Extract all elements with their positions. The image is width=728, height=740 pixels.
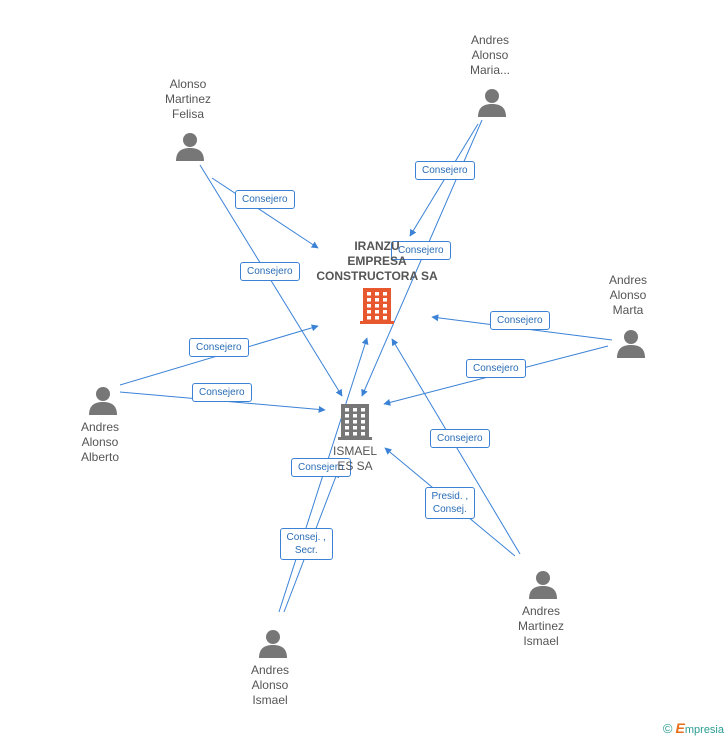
person-label-marta[interactable]: Andres Alonso Marta (608, 273, 648, 317)
edge-label-ismael_p-to-ismael[interactable]: Presid. , Consej. (424, 487, 476, 519)
person-label-ismael_p[interactable]: Andres Martinez Ismael (517, 604, 564, 648)
person-label-ismael_a[interactable]: Andres Alonso Ismael (250, 663, 290, 707)
edge-line-maria-to-iranzu (409, 123, 479, 237)
edge-label-maria-to-iranzu[interactable]: Consejero (415, 160, 475, 180)
brand-initial: E (675, 720, 685, 736)
edge-label-ismael_a-to-iranzu[interactable]: Consej. , Secr. (279, 528, 333, 560)
person-icon[interactable] (175, 131, 205, 161)
person-icon[interactable] (258, 628, 288, 658)
person-icon[interactable] (477, 87, 507, 117)
person-icon[interactable] (528, 569, 558, 599)
person-icon[interactable] (88, 385, 118, 415)
person-icon[interactable] (616, 328, 646, 358)
building-icon[interactable] (360, 286, 394, 324)
edge-line-felisa-to-ismael (199, 164, 343, 397)
edge-label-felisa-to-iranzu[interactable]: Consejero (235, 189, 295, 209)
edge-label-ismael_p-to-iranzu[interactable]: Consejero (430, 428, 490, 448)
person-label-felisa[interactable]: Alonso Martinez Felisa (164, 77, 211, 121)
edge-label-ismael_a-to-ismael[interactable]: Consejero (291, 457, 351, 477)
edge-label-alberto-to-ismael[interactable]: Consejero (192, 382, 252, 402)
edge-label-maria-to-ismael[interactable]: Consejero (391, 240, 451, 260)
person-label-maria[interactable]: Andres Alonso Maria... (469, 33, 510, 77)
brand-name: mpresia (684, 724, 724, 736)
copyright-footer: © Empresia (663, 720, 724, 736)
company-label-iranzu[interactable]: IRANZU EMPRESA CONSTRUCTORA SA (316, 239, 438, 283)
person-label-alberto[interactable]: Andres Alonso Alberto (80, 420, 120, 464)
edge-label-alberto-to-iranzu[interactable]: Consejero (189, 337, 249, 357)
copyright-symbol: © (662, 721, 673, 736)
edge-label-marta-to-iranzu[interactable]: Consejero (490, 310, 550, 330)
edge-label-marta-to-ismael[interactable]: Consejero (466, 358, 526, 378)
edge-line-felisa-to-iranzu (211, 177, 319, 249)
building-icon[interactable] (338, 402, 372, 440)
edge-label-felisa-to-ismael[interactable]: Consejero (240, 261, 300, 281)
company-label-ismael[interactable]: ISMAEL ES SA (332, 444, 377, 473)
